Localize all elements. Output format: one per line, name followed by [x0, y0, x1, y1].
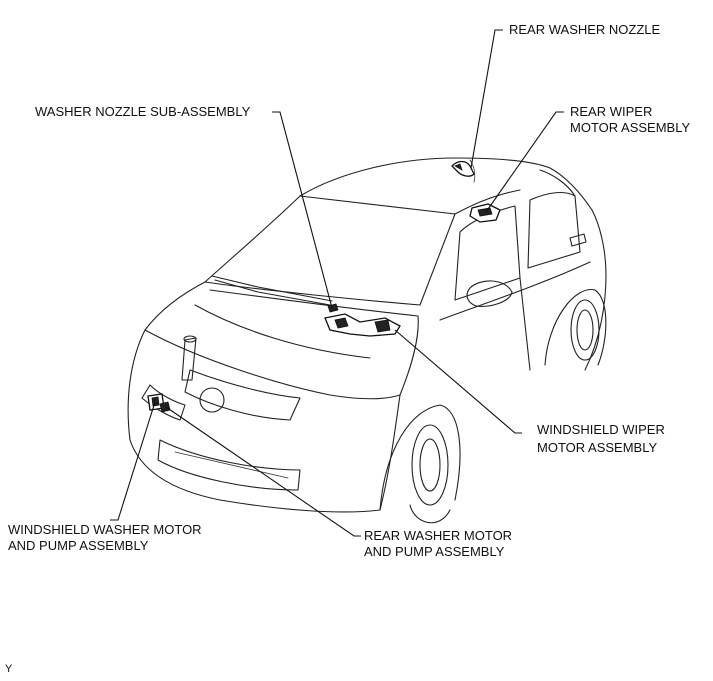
label-windshield-washer-motor-line1: WINDSHIELD WASHER MOTOR	[8, 522, 202, 537]
label-rear-washer-motor-line2: AND PUMP ASSEMBLY	[364, 544, 505, 559]
leader-windshield-washer-motor	[110, 401, 156, 521]
leader-rear-wiper-motor	[485, 111, 564, 213]
label-rear-washer-nozzle: REAR WASHER NOZZLE	[509, 22, 661, 37]
leader-washer-nozzle-sub-assembly	[272, 111, 333, 309]
label-windshield-wiper-motor-line2: MOTOR ASSEMBLY	[537, 440, 657, 455]
label-windshield-wiper-motor-line1: WINDSHIELD WIPER	[537, 422, 665, 437]
rear-washer-motor-part	[159, 401, 171, 413]
car-illustration	[127, 157, 607, 524]
figure-code: Y	[5, 663, 13, 675]
label-rear-wiper-motor-line1: REAR WIPER	[570, 104, 652, 119]
label-rear-wiper-motor-line2: MOTOR ASSEMBLY	[570, 120, 690, 135]
rear-washer-nozzle-part	[451, 160, 475, 177]
windshield-wiper-motor-part	[324, 313, 401, 337]
label-washer-nozzle-sub-assembly: WASHER NOZZLE SUB-ASSEMBLY	[35, 104, 251, 119]
windshield-washer-motor-part	[147, 393, 165, 411]
leader-rear-washer-nozzle	[470, 29, 503, 169]
label-rear-washer-motor-line1: REAR WASHER MOTOR	[364, 528, 512, 543]
label-windshield-washer-motor-line2: AND PUMP ASSEMBLY	[8, 538, 149, 553]
leader-lines	[110, 29, 564, 537]
rear-wiper-motor-part	[469, 203, 501, 223]
washer-nozzle-part	[327, 303, 339, 313]
leader-windshield-wiper-motor	[394, 329, 522, 434]
leader-rear-washer-motor	[165, 406, 361, 537]
